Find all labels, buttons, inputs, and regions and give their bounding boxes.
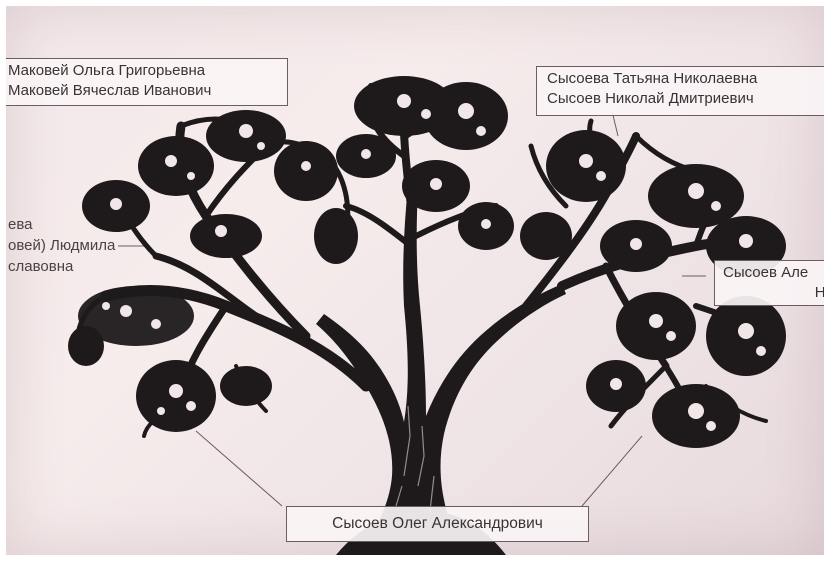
parent-name: славовна	[8, 256, 142, 276]
root-person-label: Сысоев Олег Александрович	[286, 506, 589, 542]
parent-name: Сысоев Але	[723, 263, 824, 283]
parent-name: ева	[8, 214, 142, 235]
ancestor-label-top-right: Сысоева Татьяна Николаевна Сысоев Никола…	[536, 66, 824, 116]
ancestor-name: Маковей Вячеслав Иванович	[8, 81, 279, 101]
ancestor-name: Маковей Ольга Григорьевна	[8, 61, 279, 81]
parent-name: Ни	[723, 283, 824, 303]
ancestor-label-top-left: Маковей Ольга Григорьевна Маковей Вячесл…	[6, 58, 288, 106]
ancestor-name: Сысоева Татьяна Николаевна	[547, 69, 824, 89]
parent-name: овей) Людмила	[8, 235, 142, 256]
ancestor-name: Сысоев Николай Дмитриевич	[547, 89, 824, 109]
family-tree-photo: Маковей Ольга Григорьевна Маковей Вячесл…	[6, 6, 824, 555]
root-person-name: Сысоев Олег Александрович	[297, 509, 578, 539]
parent-label-right: Сысоев Але Ни	[714, 260, 824, 306]
parent-label-left: ева овей) Людмила славовна	[6, 212, 150, 276]
